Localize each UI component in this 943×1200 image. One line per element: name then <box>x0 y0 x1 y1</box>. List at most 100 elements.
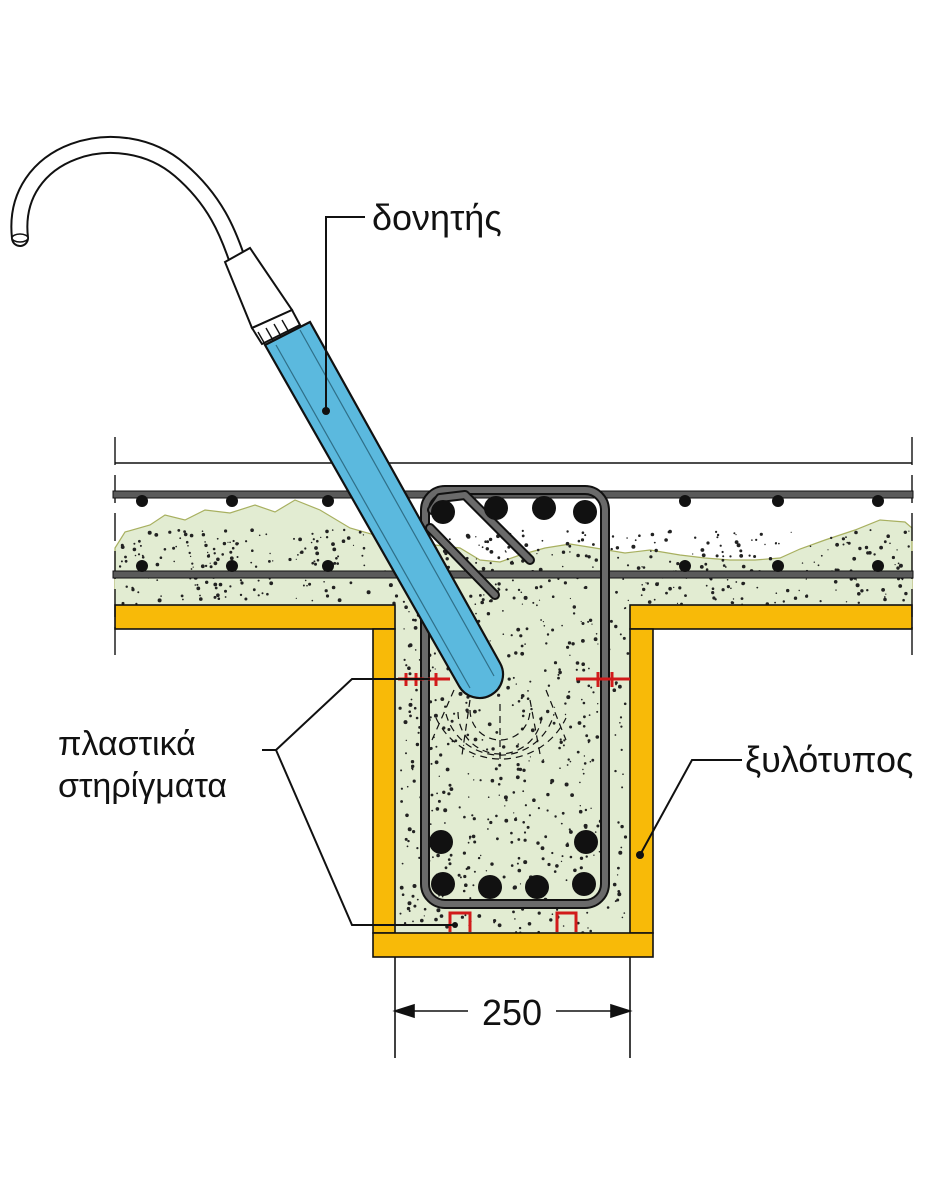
aggregate-speck <box>540 846 545 851</box>
aggregate-speck <box>418 856 421 860</box>
aggregate-speck <box>405 664 408 667</box>
aggregate-speck <box>488 600 492 603</box>
aggregate-speck <box>392 601 396 605</box>
aggregate-speck <box>705 568 709 571</box>
aggregate-speck <box>889 542 891 545</box>
aggregate-speck <box>561 565 564 568</box>
aggregate-speck <box>475 612 477 615</box>
aggregate-speck <box>258 534 261 537</box>
aggregate-speck <box>433 713 438 718</box>
aggregate-speck <box>612 688 617 692</box>
aggregate-speck <box>473 737 478 742</box>
aggregate-speck <box>212 547 216 551</box>
aggregate-speck <box>479 594 482 597</box>
aggregate-speck <box>343 528 346 532</box>
aggregate-speck <box>462 889 466 893</box>
aggregate-speck <box>536 553 538 555</box>
aggregate-speck <box>597 643 599 645</box>
aggregate-speck <box>724 566 727 568</box>
aggregate-speck <box>532 601 535 604</box>
aggregate-speck <box>565 843 570 847</box>
aggregate-speck <box>568 691 570 693</box>
aggregate-speck <box>858 546 862 551</box>
aggregate-speck <box>412 884 417 888</box>
aggregate-speck <box>269 552 271 555</box>
aggregate-speck <box>647 600 652 604</box>
aggregate-speck <box>623 912 626 914</box>
aggregate-speck <box>512 676 515 679</box>
aggregate-speck <box>487 796 490 798</box>
leader-lines <box>262 216 742 928</box>
aggregate-speck <box>626 652 630 655</box>
beam-longitudinal-bars <box>429 496 598 899</box>
aggregate-speck <box>562 744 565 747</box>
aggregate-speck <box>499 776 503 781</box>
aggregate-speck <box>592 543 595 546</box>
aggregate-speck <box>527 690 529 692</box>
aggregate-speck <box>209 565 213 569</box>
aggregate-speck <box>325 536 329 539</box>
aggregate-speck <box>504 805 506 807</box>
aggregate-speck <box>775 592 778 594</box>
aggregate-speck <box>805 594 809 598</box>
aggregate-speck <box>257 594 260 597</box>
aggregate-speck <box>564 782 569 787</box>
aggregate-speck <box>448 538 451 541</box>
aggregate-speck <box>706 541 710 545</box>
aggregate-speck <box>748 554 751 557</box>
aggregate-speck <box>185 540 189 544</box>
aggregate-speck <box>852 556 857 561</box>
aggregate-speck <box>805 578 807 580</box>
aggregate-speck <box>463 744 465 747</box>
aggregate-speck <box>739 549 743 553</box>
aggregate-speck <box>269 581 274 586</box>
aggregate-speck <box>498 763 502 767</box>
aggregate-speck <box>497 783 501 786</box>
aggregate-speck <box>694 536 697 539</box>
aggregate-speck <box>609 619 613 623</box>
aggregate-speck <box>514 817 518 822</box>
aggregate-speck <box>464 883 468 887</box>
aggregate-speck <box>619 716 623 719</box>
aggregate-speck <box>224 589 227 593</box>
aggregate-speck <box>412 618 415 622</box>
aggregate-speck <box>239 579 242 582</box>
aggregate-speck <box>614 900 617 903</box>
aggregate-speck <box>569 855 573 859</box>
aggregate-speck <box>163 548 167 551</box>
aggregate-speck <box>388 583 393 588</box>
aggregate-speck <box>216 537 219 540</box>
aggregate-speck <box>207 551 209 554</box>
aggregate-speck <box>855 579 857 581</box>
aggregate-speck <box>879 545 883 550</box>
aggregate-speck <box>511 561 514 565</box>
aggregate-speck <box>201 533 206 537</box>
aggregate-speck <box>229 550 233 554</box>
aggregate-speck <box>505 588 508 591</box>
aggregate-speck <box>759 532 763 536</box>
aggregate-speck <box>722 564 726 567</box>
aggregate-speck <box>864 545 869 550</box>
aggregate-speck <box>337 555 340 558</box>
aggregate-speck <box>519 634 523 638</box>
aggregate-speck <box>621 786 624 789</box>
aggregate-speck <box>448 783 452 787</box>
aggregate-speck <box>239 593 243 597</box>
aggregate-speck <box>187 545 189 547</box>
aggregate-speck <box>175 545 177 548</box>
aggregate-speck <box>590 686 593 689</box>
aggregate-speck <box>540 619 542 621</box>
aggregate-speck <box>522 709 526 713</box>
aggregate-speck <box>201 530 204 532</box>
vibrator-body <box>263 320 505 700</box>
aggregate-speck <box>297 554 299 556</box>
aggregate-speck <box>640 594 643 597</box>
aggregate-speck <box>516 767 520 771</box>
aggregate-speck <box>833 580 838 584</box>
aggregate-speck <box>898 584 903 588</box>
aggregate-speck <box>362 534 365 536</box>
aggregate-speck <box>741 581 745 586</box>
aggregate-speck <box>592 566 594 568</box>
aggregate-speck <box>434 668 436 670</box>
aggregate-speck <box>554 815 557 818</box>
